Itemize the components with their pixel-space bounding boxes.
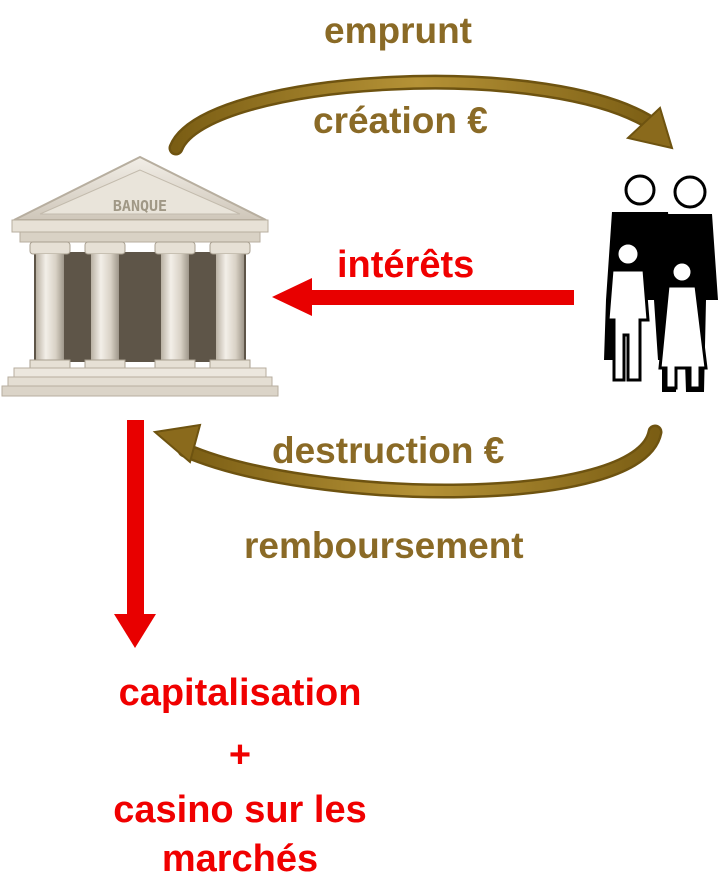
label-creation: création € <box>313 100 488 141</box>
label-casino: casino sur les <box>113 789 367 831</box>
label-interets: intérêts <box>337 244 475 286</box>
label-capitalisation: capitalisation <box>118 672 362 714</box>
interest-arrow <box>272 278 574 316</box>
label-destruction: destruction € <box>272 430 505 471</box>
bank-sign: BANQUE <box>113 197 167 215</box>
label-plus: + <box>228 734 252 776</box>
family-icon <box>604 174 718 392</box>
label-marches: marchés <box>161 838 319 880</box>
capitalisation-arrow <box>114 420 156 648</box>
label-remboursement: remboursement <box>244 525 524 566</box>
repayment-arrow <box>152 423 663 499</box>
bank-icon: BANQUE <box>1 155 279 397</box>
label-emprunt: emprunt <box>324 10 472 51</box>
loan-arrow <box>168 74 674 156</box>
